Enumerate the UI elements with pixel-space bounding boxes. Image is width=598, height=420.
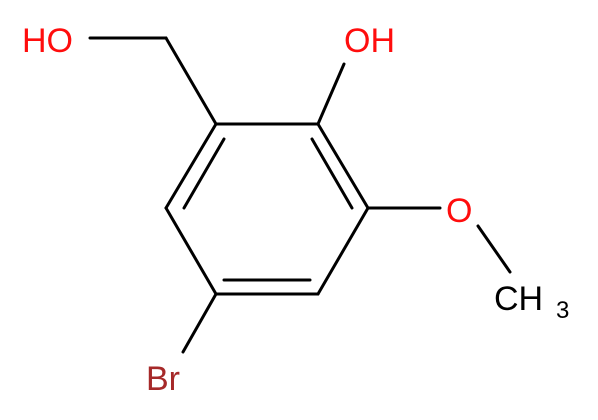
bond-c5-br xyxy=(181,292,218,354)
bonds xyxy=(88,36,512,354)
methoxy-oxygen-label: O xyxy=(446,192,472,230)
ring-bond-c3-c4 xyxy=(316,206,370,296)
bromine-label: Br xyxy=(146,360,180,398)
ring-bond-c2-c3 xyxy=(316,122,370,210)
methyl-label: CH xyxy=(494,280,543,318)
hydroxymethyl-oxygen-label: HO xyxy=(22,22,73,60)
ring-bond-c6-c1 xyxy=(164,122,218,210)
bond-o-ch3 xyxy=(476,224,512,274)
phenol-oxygen-label: OH xyxy=(344,22,395,60)
bond-c1-ch2 xyxy=(164,36,218,126)
ring-bond-c5-c6 xyxy=(164,206,218,296)
double-bond-inner-c1-c6 xyxy=(182,137,226,210)
double-bond-inner-c2-c3 xyxy=(310,137,354,210)
methyl-subscript-label: 3 xyxy=(556,297,569,324)
bond-c2-oh xyxy=(316,62,346,126)
